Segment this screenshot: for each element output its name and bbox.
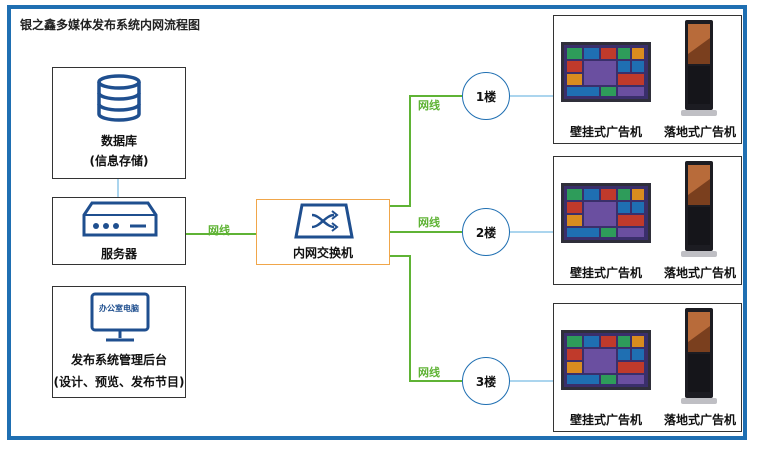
floor1-line [390, 95, 462, 207]
backend-box: 办公室电脑 发布系统管理后台 (设计、预览、发布节目) [52, 286, 186, 398]
switch-icon [294, 203, 354, 239]
backend-sublabel: (设计、预览、发布节目) [53, 375, 185, 389]
floor1-node: 1楼 [462, 72, 510, 120]
network-label-floor1: 网线 [418, 99, 440, 112]
floor-standing-display-icon [681, 20, 717, 122]
wall-display-icon [561, 330, 651, 394]
switch-box: 内网交换机 [256, 199, 390, 265]
monitor-screen-text: 办公室电脑 [99, 304, 139, 313]
standing-display-label: 落地式广告机 [663, 125, 736, 139]
server-box: 服务器 [52, 197, 186, 265]
floor3-line [390, 255, 462, 382]
server-icon [82, 201, 158, 237]
wall-display-label: 壁挂式广告机 [569, 413, 642, 427]
diagram-title: 银之鑫多媒体发布系统内网流程图 [20, 18, 201, 32]
floor-standing-display-icon [681, 161, 717, 263]
floor3-device-box: 壁挂式广告机 落地式广告机 [553, 303, 742, 432]
floor2-device-box: 壁挂式广告机 落地式广告机 [553, 156, 742, 285]
network-label-floor2: 网线 [418, 216, 440, 229]
standing-display-label: 落地式广告机 [663, 413, 736, 427]
wall-display-label: 壁挂式广告机 [569, 125, 642, 139]
floor2-node: 2楼 [462, 208, 510, 256]
network-label-server: 网线 [208, 224, 230, 237]
wall-display-icon [561, 42, 651, 106]
floor-standing-display-icon [681, 308, 717, 410]
database-sublabel: (信息存储) [89, 154, 149, 168]
network-label-floor3: 网线 [418, 366, 440, 379]
wall-display-label: 壁挂式广告机 [569, 266, 642, 280]
backend-label: 发布系统管理后台 [70, 353, 167, 367]
database-label: 数据库 [100, 134, 137, 148]
server-label: 服务器 [100, 247, 137, 261]
database-icon [97, 74, 141, 122]
monitor-icon [90, 292, 150, 342]
switch-label: 内网交换机 [292, 246, 353, 260]
database-box: 数据库 (信息存储) [52, 67, 186, 179]
floor1-device-box: 壁挂式广告机 落地式广告机 [553, 15, 742, 144]
wall-display-icon [561, 183, 651, 247]
floor3-node: 3楼 [462, 357, 510, 405]
standing-display-label: 落地式广告机 [663, 266, 736, 280]
